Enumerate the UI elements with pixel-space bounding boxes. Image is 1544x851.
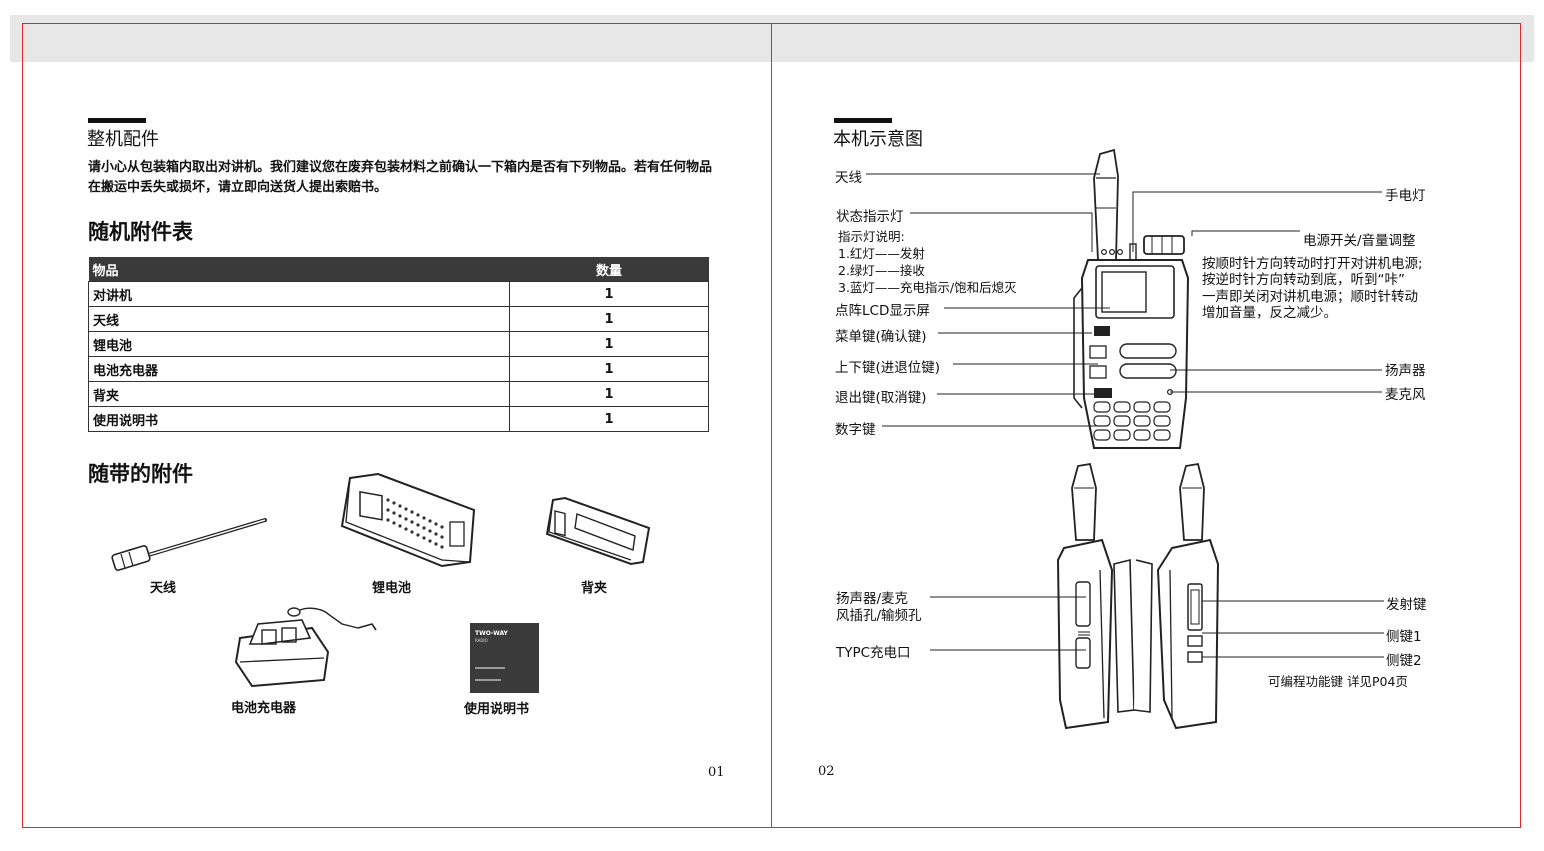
- item-name: 对讲机: [88, 281, 510, 307]
- page-number-left: 01: [708, 765, 725, 780]
- label-updown-key: 上下键(进退位键): [835, 360, 941, 376]
- label-typec: TYPC充电口: [836, 645, 911, 661]
- included-heading: 随带的附件: [88, 462, 193, 486]
- item-qty: 1: [509, 356, 709, 382]
- item-name: 使用说明书: [88, 406, 510, 432]
- belt-clip-illustration: [545, 496, 651, 566]
- label-led-red: 1.红灯——发射: [838, 246, 925, 261]
- manual-illustration: TWO-WAY RADIO: [470, 623, 539, 693]
- caption-charger: 电池充电器: [231, 701, 297, 716]
- label-led-desc-title: 指示灯说明:: [838, 229, 905, 244]
- label-power-desc-4: 增加音量，反之减少。: [1202, 305, 1337, 321]
- label-programmable: 可编程功能键 详见P04页: [1268, 674, 1408, 689]
- label-power-desc-2: 按逆时针方向转动到底，听到“咔”: [1202, 272, 1405, 288]
- caption-battery: 锂电池: [372, 581, 412, 596]
- radio-side-illustration: [1056, 462, 1220, 730]
- label-status-led: 状态指示灯: [836, 209, 904, 225]
- manual-cover-subtitle: RADIO: [475, 638, 488, 643]
- label-number-key: 数字键: [835, 422, 876, 438]
- label-spk-mic-jack-1: 扬声器/麦克: [836, 591, 909, 607]
- label-side-key-2: 侧键2: [1386, 653, 1422, 669]
- section-title-diagram: 本机示意图: [833, 129, 923, 150]
- caption-belt-clip: 背夹: [581, 581, 608, 596]
- section-marker: [834, 118, 892, 123]
- header-band: [10, 15, 1534, 62]
- battery-illustration: [340, 472, 476, 568]
- manual-cover-lines: [475, 679, 501, 681]
- label-side-key-1: 侧键1: [1386, 629, 1422, 645]
- label-led-green: 2.绿灯——接收: [838, 263, 925, 278]
- label-power-switch: 电源开关/音量调整: [1303, 233, 1416, 249]
- label-led-blue: 3.蓝灯——充电指示/饱和后熄灭: [838, 280, 1017, 295]
- radio-front-illustration: [1073, 148, 1190, 449]
- caption-antenna: 天线: [150, 581, 177, 596]
- item-qty: 1: [509, 406, 709, 432]
- table-heading: 随机附件表: [88, 220, 193, 244]
- right-page-frame: [771, 23, 1521, 828]
- label-flashlight: 手电灯: [1385, 188, 1426, 204]
- manual-cover-lines: [475, 667, 505, 669]
- label-ptt: 发射键: [1386, 597, 1427, 613]
- charger-illustration: [234, 607, 377, 688]
- section-title-accessories: 整机配件: [87, 129, 159, 150]
- label-power-desc-1: 按顺时针方向转动时打开对讲机电源;: [1202, 256, 1423, 272]
- caption-manual: 使用说明书: [464, 702, 530, 717]
- label-mic: 麦克风: [1385, 387, 1426, 403]
- table-header-row: 物品 数量: [88, 257, 709, 282]
- label-lcd: 点阵LCD显示屏: [835, 303, 930, 319]
- label-antenna: 天线: [835, 170, 862, 186]
- label-exit-key: 退出键(取消键): [835, 390, 927, 406]
- item-qty: 1: [509, 381, 709, 407]
- manual-cover-title: TWO-WAY: [475, 630, 508, 637]
- header-qty: 数量: [509, 257, 709, 282]
- label-spk-mic-jack-2: 风插孔/输频孔: [836, 608, 922, 624]
- page-number-right: 02: [818, 764, 835, 779]
- antenna-illustration: [111, 518, 267, 571]
- intro-paragraph: 请小心从包装箱内取出对讲机。我们建议您在废弃包装材料之前确认一下箱内是否有下列物…: [88, 160, 713, 195]
- section-marker: [88, 118, 146, 123]
- label-speaker: 扬声器: [1385, 363, 1426, 379]
- item-name: 锂电池: [88, 331, 510, 357]
- item-qty: 1: [509, 331, 709, 357]
- label-menu-key: 菜单键(确认键): [835, 329, 927, 345]
- label-power-desc-3: 一声即关闭对讲机电源；顺时针转动: [1202, 289, 1418, 305]
- header-item: 物品: [88, 257, 510, 282]
